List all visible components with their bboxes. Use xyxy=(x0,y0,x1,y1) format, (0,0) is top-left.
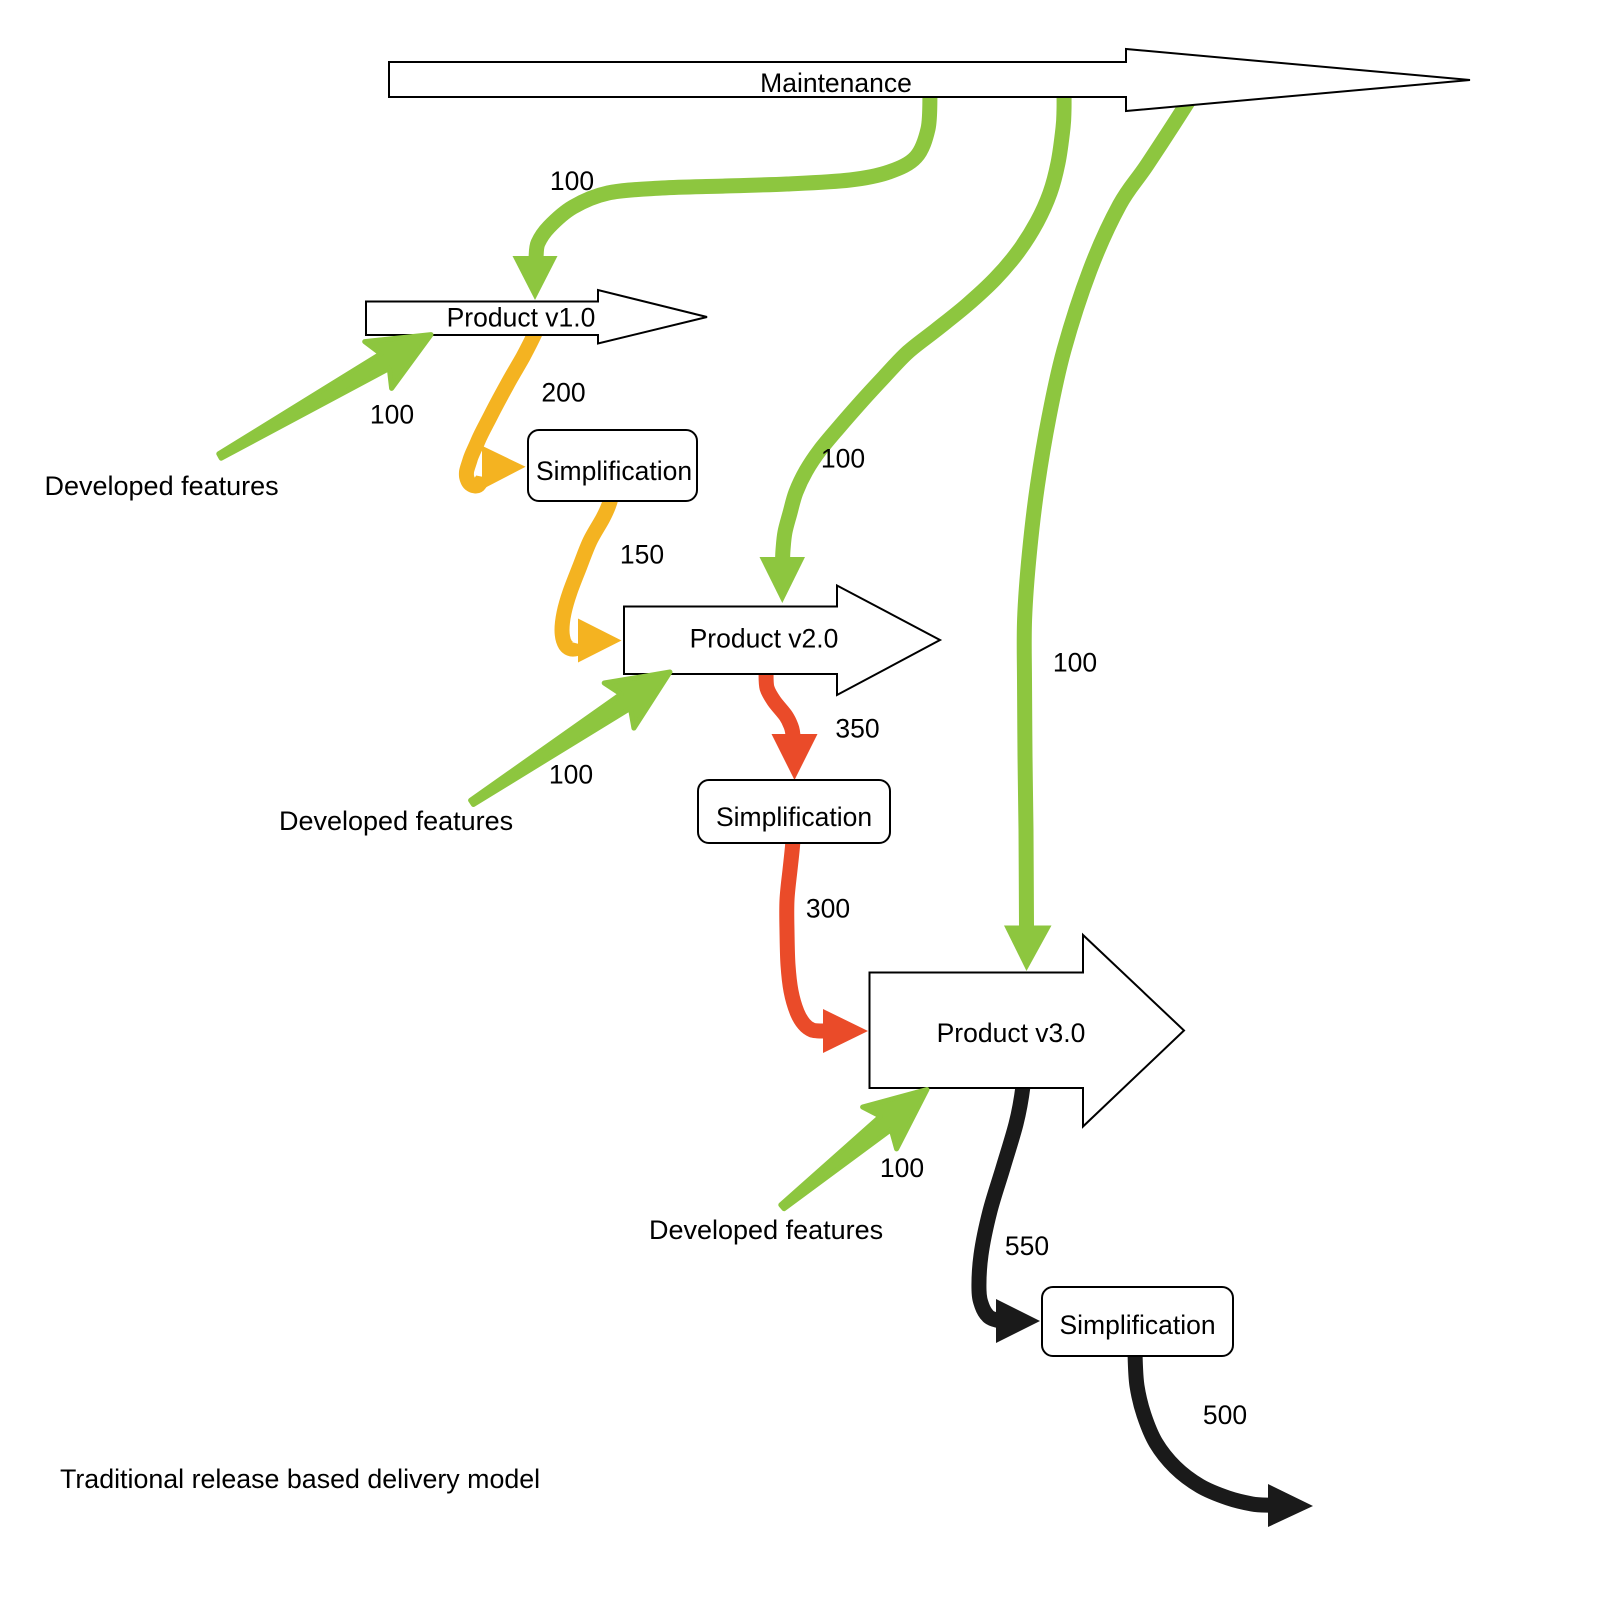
svg-text:Product v3.0: Product v3.0 xyxy=(937,1018,1086,1048)
svg-text:150: 150 xyxy=(620,540,664,570)
svg-text:100: 100 xyxy=(550,166,594,196)
svg-text:550: 550 xyxy=(1005,1231,1049,1261)
svg-text:300: 300 xyxy=(806,894,850,924)
svg-text:100: 100 xyxy=(549,760,593,790)
svg-text:350: 350 xyxy=(835,714,879,744)
svg-text:500: 500 xyxy=(1203,1400,1247,1430)
svg-text:100: 100 xyxy=(880,1153,924,1183)
svg-text:Developed features: Developed features xyxy=(649,1215,883,1245)
svg-text:200: 200 xyxy=(541,378,585,408)
svg-text:100: 100 xyxy=(370,400,414,430)
svg-text:Product v2.0: Product v2.0 xyxy=(690,624,839,654)
svg-text:100: 100 xyxy=(1053,648,1097,678)
svg-text:Simplification: Simplification xyxy=(536,456,692,486)
svg-text:Developed features: Developed features xyxy=(45,471,279,501)
svg-text:Developed features: Developed features xyxy=(279,806,513,836)
svg-text:Maintenance: Maintenance xyxy=(760,68,912,98)
svg-text:Simplification: Simplification xyxy=(1059,1310,1215,1340)
svg-text:100: 100 xyxy=(821,444,865,474)
svg-text:Traditional release based deli: Traditional release based delivery model xyxy=(60,1464,540,1494)
svg-text:Simplification: Simplification xyxy=(716,802,872,832)
svg-text:Product v1.0: Product v1.0 xyxy=(447,303,596,333)
